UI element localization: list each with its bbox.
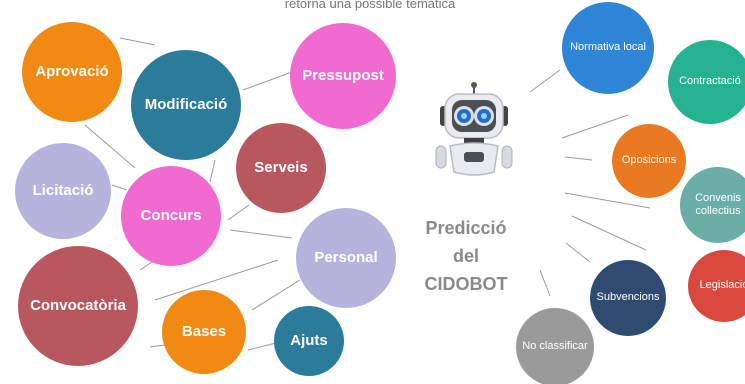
- connector-line: [154, 259, 279, 301]
- category-no-classificar: No classificar: [516, 308, 594, 384]
- bubble-label: Aprovació: [35, 63, 109, 80]
- category-label: Contractació: [679, 75, 741, 88]
- connector-line: [539, 269, 551, 297]
- connector-line: [251, 279, 301, 311]
- bubble-concurs: Concurs: [121, 166, 221, 266]
- connector-line: [229, 229, 293, 239]
- prediction-line: Predicció: [425, 218, 507, 238]
- bubble-label: Convocatòria: [30, 297, 126, 314]
- connector-line: [149, 344, 166, 348]
- prediction-line: CIDOBOT: [424, 274, 508, 294]
- bubble-label: Concurs: [140, 207, 202, 224]
- category-convenis-collectius: Convenis collectius: [680, 167, 745, 243]
- category-oposicions: Oposicions: [612, 124, 686, 198]
- category-label: Oposicions: [621, 154, 677, 167]
- connector-line: [111, 184, 128, 191]
- bubble-bases: Bases: [162, 290, 246, 374]
- bubble-pressupost: Pressupost: [290, 23, 396, 129]
- robot-icon: [435, 82, 513, 176]
- connector-line: [242, 71, 293, 91]
- category-label: No classificar: [522, 340, 588, 353]
- connector-line: [209, 159, 216, 183]
- connector-line: [84, 124, 136, 169]
- connector-line: [139, 261, 153, 271]
- connector-line: [227, 204, 250, 221]
- bubble-aprovacio: Aprovació: [22, 22, 122, 122]
- category-label: Normativa local: [570, 41, 646, 54]
- bubble-label: Ajuts: [290, 332, 328, 349]
- category-contractacio: Contractació: [668, 40, 745, 124]
- bubble-serveis: Serveis: [236, 123, 326, 213]
- bubble-convocatoria: Convocatòria: [18, 246, 138, 366]
- connector-line: [529, 69, 561, 93]
- category-normativa-local: Normativa local: [562, 2, 654, 94]
- bubble-ajuts: Ajuts: [274, 306, 344, 376]
- diagram-subtitle: retorna una possible temàtica: [284, 0, 456, 11]
- bubble-personal: Personal: [296, 208, 396, 308]
- category-label: Legislació: [699, 279, 745, 292]
- category-label: Convenis collectius: [695, 191, 741, 217]
- bubble-label: Modificació: [144, 96, 228, 113]
- connector-line: [119, 37, 156, 46]
- connector-line: [565, 242, 591, 263]
- connector-line: [564, 192, 651, 209]
- category-label: Subvencions: [596, 291, 660, 304]
- connector-line: [564, 156, 593, 161]
- connector-line: [571, 215, 647, 251]
- bubble-label: Serveis: [254, 159, 308, 176]
- bubble-label: Licitació: [32, 182, 94, 199]
- category-subvencions: Subvencions: [590, 260, 666, 336]
- prediction-label: Predicció del CIDOBOT: [424, 214, 508, 298]
- bubble-label: Bases: [181, 323, 227, 340]
- bubble-label: Pressupost: [302, 67, 384, 84]
- category-legislacio: Legislació: [688, 250, 745, 322]
- bubble-label: Personal: [314, 249, 378, 266]
- bubble-licitacio: Licitació: [15, 143, 111, 239]
- bubble-modificacio: Modificació: [131, 50, 241, 160]
- prediction-line: del: [452, 246, 479, 266]
- connector-line: [561, 114, 629, 139]
